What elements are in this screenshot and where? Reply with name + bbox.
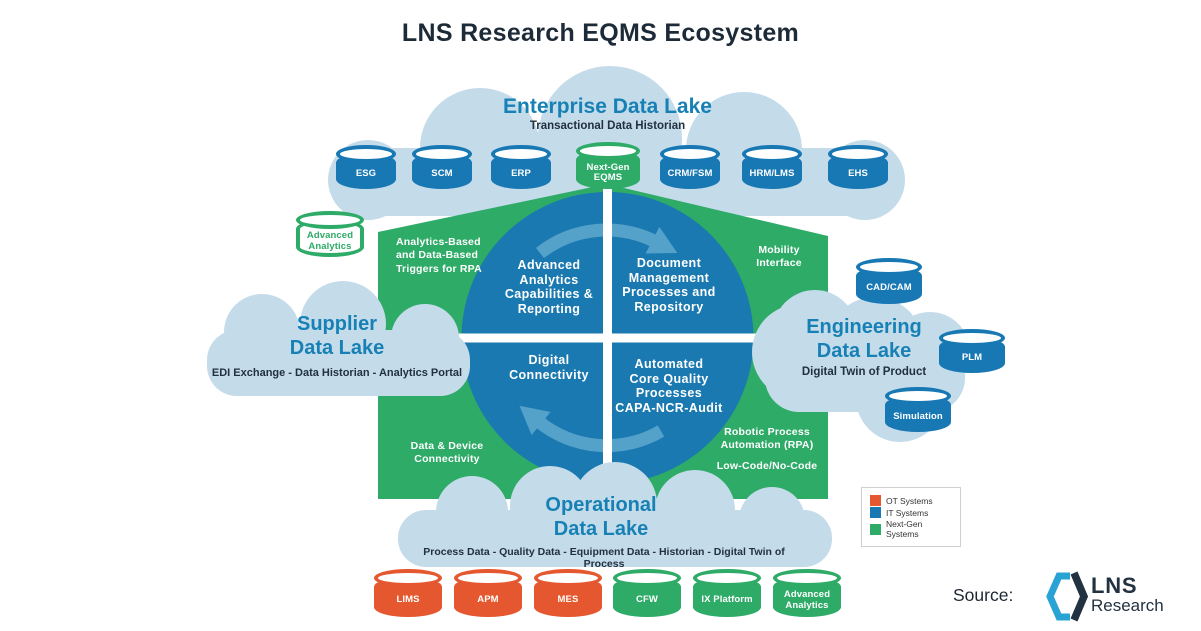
cylinder-label: LIMS bbox=[396, 594, 420, 606]
clockwise-arrow-bottom bbox=[519, 405, 665, 453]
label-low-code: Low-Code/No-Code bbox=[716, 460, 818, 472]
cylinder-top bbox=[742, 145, 802, 163]
label-mobility-interface: Mobility Interface bbox=[756, 244, 802, 270]
brand-name-research: Research bbox=[1091, 596, 1164, 615]
supplier-cloud-title: Supplier Data Lake bbox=[289, 313, 385, 359]
cylinder-label: IX Platform bbox=[701, 594, 753, 606]
enterprise-cloud-subtitle: Transactional Data Historian bbox=[529, 120, 686, 132]
cylinder-label: MES bbox=[557, 594, 579, 606]
cylinder-label: ERP bbox=[511, 168, 531, 180]
cylinder-label: APM bbox=[477, 594, 499, 606]
quadrant-advanced-analytics: Advanced Analytics Capabilities & Report… bbox=[504, 258, 594, 316]
legend-label: Next-Gen Systems bbox=[886, 519, 923, 539]
cylinder-label: CAD/CAM bbox=[866, 282, 912, 294]
ot-systems-swatch bbox=[870, 495, 881, 506]
cylinder-top bbox=[454, 569, 522, 587]
supplier-cloud-subtitle: EDI Exchange - Data Historian - Analytic… bbox=[211, 367, 463, 379]
cylinder-label: Next-Gen EQMS bbox=[586, 161, 630, 183]
operational-cloud-title: Operational Data Lake bbox=[545, 494, 657, 540]
label-rpa: Robotic Process Automation (RPA) bbox=[720, 426, 814, 452]
label-data-device-connectivity: Data & Device Connectivity bbox=[410, 440, 484, 466]
legend: OT Systems IT Systems Next-Gen Systems bbox=[861, 487, 961, 547]
cylinder-label: HRM/LMS bbox=[749, 168, 795, 180]
engineering-cloud-subtitle: Digital Twin of Product bbox=[801, 366, 927, 378]
cylinder-next-gen-eqms: Next-Gen EQMS bbox=[576, 142, 640, 189]
quadrant-automated-quality: Automated Core Quality Processes CAPA-NC… bbox=[615, 357, 723, 415]
cylinder-top bbox=[534, 569, 602, 587]
cylinder-top bbox=[412, 145, 472, 163]
cylinder-label: Advanced Analytics bbox=[306, 230, 354, 252]
cylinder-top bbox=[296, 211, 364, 229]
cylinder-simulation: Simulation bbox=[885, 387, 951, 432]
cylinder-top bbox=[613, 569, 681, 587]
cylinder-advanced-analytics-supplier: Advanced Analytics bbox=[296, 211, 364, 257]
cylinder-top bbox=[374, 569, 442, 587]
next-gen-systems-swatch bbox=[870, 523, 881, 535]
cylinder-esg: ESG bbox=[336, 145, 396, 189]
operational-cloud-shape bbox=[398, 462, 832, 567]
cylinder-cfw: CFW bbox=[613, 569, 681, 617]
cylinder-top bbox=[939, 329, 1005, 347]
operational-cloud-subtitle: Process Data - Quality Data - Equipment … bbox=[423, 546, 785, 570]
legend-label: OT Systems bbox=[886, 495, 933, 506]
cylinder-label: EHS bbox=[848, 168, 868, 180]
cylinder-label: Advanced Analytics bbox=[783, 589, 831, 611]
cylinder-ehs: EHS bbox=[828, 145, 888, 189]
page-title: LNS Research EQMS Ecosystem bbox=[401, 19, 800, 47]
cylinder-label: CFW bbox=[636, 594, 658, 606]
cylinder-lims: LIMS bbox=[374, 569, 442, 617]
cylinder-apm: APM bbox=[454, 569, 522, 617]
cylinder-ix-platform: IX Platform bbox=[693, 569, 761, 617]
label-analytics-triggers: Analytics-Based and Data-Based Triggers … bbox=[396, 236, 482, 275]
cylinder-mes: MES bbox=[534, 569, 602, 617]
cylinder-scm: SCM bbox=[412, 145, 472, 189]
cylinder-erp: ERP bbox=[491, 145, 551, 189]
legend-row-ot: OT Systems bbox=[870, 495, 952, 506]
cylinder-top bbox=[828, 145, 888, 163]
quadrant-document-management: Document Management Processes and Reposi… bbox=[622, 256, 716, 314]
cylinder-label: SCM bbox=[431, 168, 453, 180]
cylinder-label: ESG bbox=[355, 168, 377, 180]
cylinder-top bbox=[856, 258, 922, 276]
brand-name-lns: LNS bbox=[1091, 573, 1138, 598]
cylinder-hrm-lms: HRM/LMS bbox=[742, 145, 802, 189]
cylinder-crm-fsm: CRM/FSM bbox=[660, 145, 720, 189]
cylinder-top bbox=[660, 145, 720, 163]
cylinder-top bbox=[885, 387, 951, 405]
engineering-cloud-title: Engineering Data Lake bbox=[806, 316, 922, 362]
cylinder-top bbox=[491, 145, 551, 163]
lns-logo-icon bbox=[1046, 571, 1089, 622]
cylinder-label: PLM bbox=[961, 352, 983, 364]
supplier-cloud-shape bbox=[207, 281, 470, 396]
cylinder-top bbox=[576, 142, 640, 160]
enterprise-cloud-title: Enterprise Data Lake bbox=[503, 95, 712, 118]
horizontal-divider bbox=[440, 333, 770, 343]
cylinder-top bbox=[336, 145, 396, 163]
cylinder-top bbox=[773, 569, 841, 587]
cylinder-label: CRM/FSM bbox=[667, 168, 713, 180]
cylinder-top bbox=[693, 569, 761, 587]
cylinder-advanced-analytics-ops: Advanced Analytics bbox=[773, 569, 841, 617]
it-systems-swatch bbox=[870, 507, 881, 518]
legend-row-it: IT Systems bbox=[870, 507, 952, 518]
legend-label: IT Systems bbox=[886, 507, 929, 518]
quadrant-digital-connectivity: Digital Connectivity bbox=[509, 353, 589, 382]
clockwise-arrow-top bbox=[535, 223, 678, 259]
cylinder-plm: PLM bbox=[939, 329, 1005, 373]
cylinder-label: Simulation bbox=[893, 410, 943, 422]
cylinder-cad-cam: CAD/CAM bbox=[856, 258, 922, 304]
source-label: Source: bbox=[953, 585, 1014, 605]
legend-row-next-gen: Next-Gen Systems bbox=[870, 519, 952, 539]
